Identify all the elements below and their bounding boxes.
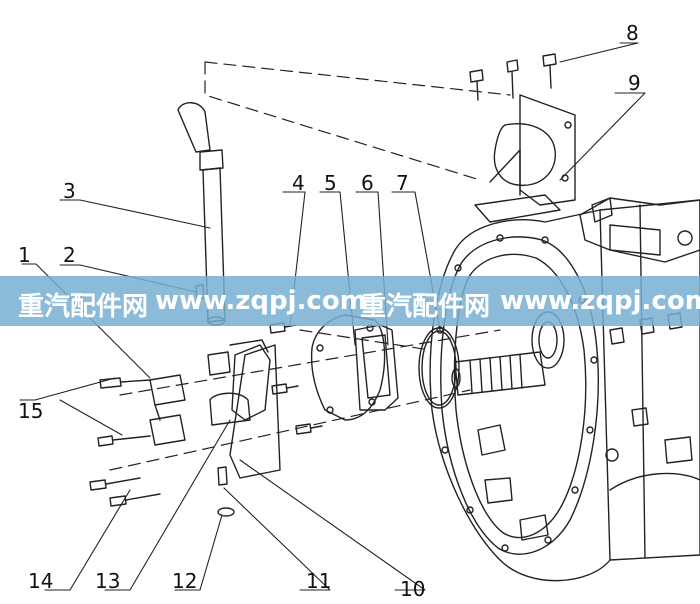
callout-15: 15 <box>18 399 43 423</box>
transmission-housing <box>429 197 700 582</box>
callout-10: 10 <box>400 577 425 601</box>
callout-7: 7 <box>396 171 409 195</box>
callout-1: 1 <box>18 243 31 267</box>
watermark-url-1: www.zqpj.com <box>155 286 367 316</box>
callout-4: 4 <box>292 171 305 195</box>
callout-14: 14 <box>28 569 53 593</box>
callout-11: 11 <box>306 569 331 593</box>
watermark-cn-1: 重汽配件网 <box>18 292 149 322</box>
callout-8: 8 <box>626 21 639 45</box>
watermark-url-2: www.zqpj.com <box>500 286 700 316</box>
watermark-band <box>0 276 700 326</box>
callout-5: 5 <box>324 171 337 195</box>
watermark-cn-2: 重汽配件网 <box>360 292 491 322</box>
callout-9: 9 <box>628 71 641 95</box>
callout-2: 2 <box>63 243 76 267</box>
bolts-part-8 <box>469 53 557 101</box>
cover-gasket-oring <box>310 314 460 421</box>
callout-13: 13 <box>95 569 120 593</box>
callout-6: 6 <box>361 171 374 195</box>
dashed-guide-lines <box>109 61 511 471</box>
callout-labels: 1 2 3 4 5 6 7 8 9 10 11 12 13 14 15 <box>18 21 641 601</box>
callout-12: 12 <box>172 569 197 593</box>
callout-3: 3 <box>63 179 76 203</box>
bracket-part-9 <box>474 94 576 223</box>
shift-bracket-assembly <box>89 322 323 517</box>
